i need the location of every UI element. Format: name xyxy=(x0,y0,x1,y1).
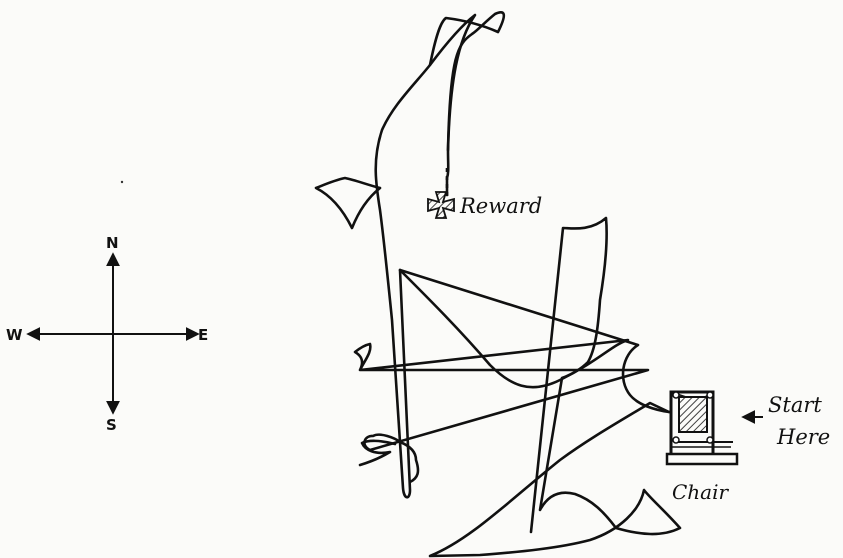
wandering-path xyxy=(374,13,671,499)
path-top-flag xyxy=(428,11,506,152)
reward-label: Reward xyxy=(459,194,542,218)
chair-label: Chair xyxy=(672,480,730,504)
path-zigzags xyxy=(353,268,650,484)
compass-south-label: S xyxy=(106,416,117,434)
stray-dot xyxy=(120,180,124,184)
compass-east-label: E xyxy=(198,326,208,344)
compass-rose: N S W E xyxy=(6,234,208,434)
path-left-flag xyxy=(314,176,382,230)
reward-cross-icon xyxy=(427,191,455,219)
start-label-line1: Start xyxy=(768,393,822,417)
compass-west-label: W xyxy=(6,326,23,344)
chair-icon xyxy=(665,390,739,466)
compass-north-label: N xyxy=(106,234,119,252)
path-right-flag xyxy=(428,216,682,558)
path-lower-loop xyxy=(358,439,397,467)
start-label-line2: Here xyxy=(776,425,830,449)
